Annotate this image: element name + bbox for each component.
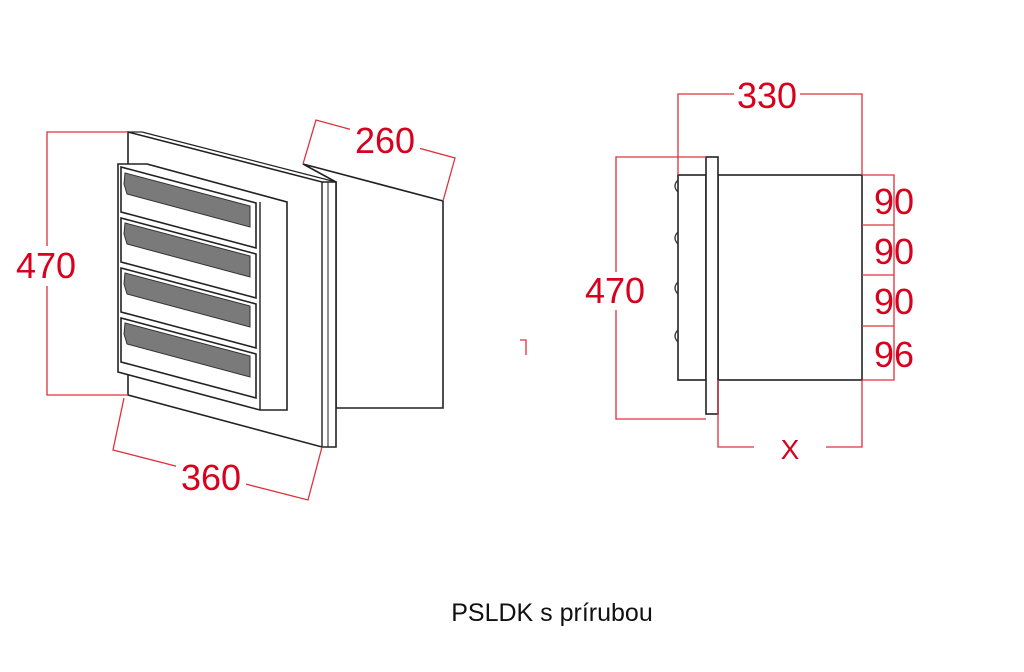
segment-dimension-lines: [862, 174, 895, 381]
slot-4: [120, 316, 257, 400]
height-dimension: 470: [585, 270, 645, 311]
x-dimension: X: [781, 434, 800, 465]
marker: [520, 339, 527, 355]
caption: PSLDK s prírubou: [451, 599, 653, 627]
tube-body: [302, 163, 444, 409]
segment-dimension-4: 96: [874, 334, 914, 375]
segment-dimension-3: 90: [874, 281, 914, 322]
depth-dimension: 260: [355, 120, 415, 161]
isometric-view: 470 260 360: [12, 119, 456, 501]
slot-1: [120, 165, 257, 250]
slot-3: [120, 266, 257, 350]
depth-dimension: 330: [737, 75, 797, 116]
side-view: 330 470 90 90 90 96 X: [582, 75, 914, 465]
x-dimension-line-left: [717, 380, 754, 448]
height-dimension: 470: [16, 245, 76, 286]
flange-side: [705, 156, 719, 415]
width-dimension: 360: [181, 457, 241, 498]
x-dimension-line-right: [826, 380, 863, 448]
tube-side: [717, 174, 863, 381]
slot-2: [120, 216, 257, 300]
segment-dimension-1: 90: [874, 181, 914, 222]
front-side: [677, 174, 707, 381]
segment-dimension-2: 90: [874, 231, 914, 272]
mailbox-slots: [120, 165, 257, 400]
